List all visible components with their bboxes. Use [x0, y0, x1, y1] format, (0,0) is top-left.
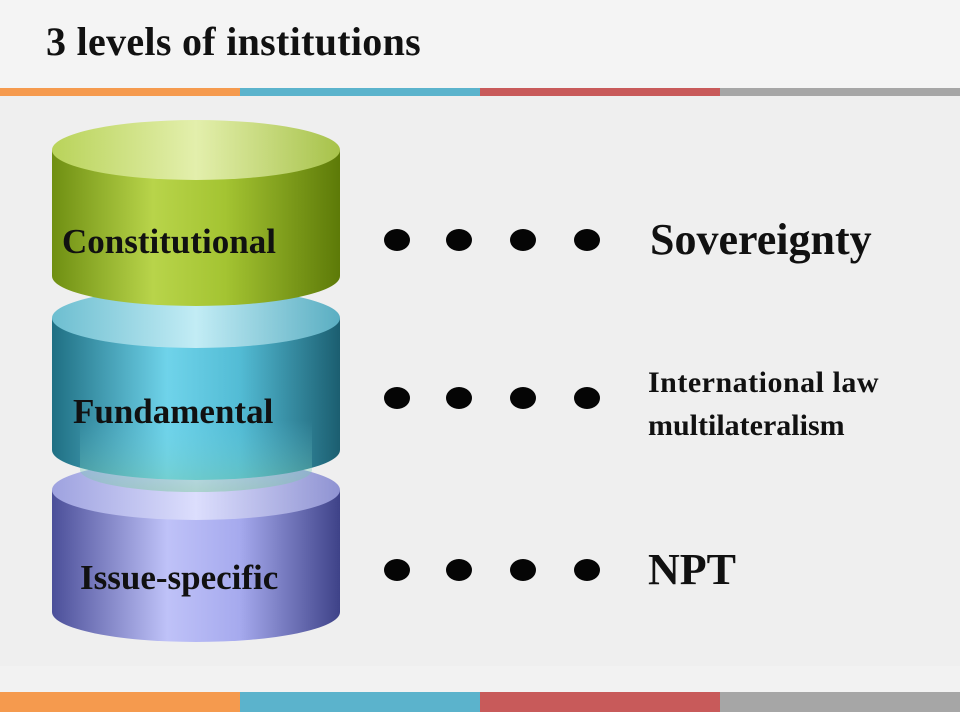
dot — [384, 387, 410, 409]
dot — [510, 387, 536, 409]
cylinder-fundamental — [52, 288, 340, 492]
dot — [446, 559, 472, 581]
dot — [574, 559, 600, 581]
stripe-gray — [720, 88, 960, 96]
dot — [510, 229, 536, 251]
dot — [384, 559, 410, 581]
dot — [446, 387, 472, 409]
term-npt: NPT — [648, 545, 736, 594]
stripe-gray — [720, 692, 960, 712]
stripe-orange — [0, 88, 240, 96]
dot — [574, 387, 600, 409]
dot — [384, 229, 410, 251]
bottom-margin — [0, 712, 960, 720]
level-label-fundamental: Fundamental — [73, 392, 274, 431]
stripe-orange — [0, 692, 240, 712]
dot — [446, 229, 472, 251]
stripe-blue — [240, 88, 480, 96]
level-label-issue-specific: Issue-specific — [80, 558, 279, 597]
stripe-red — [480, 88, 720, 96]
term-multilateralism: multilateralism — [648, 409, 845, 442]
term-sovereignty: Sovereignty — [650, 215, 872, 264]
dot — [574, 229, 600, 251]
stripe-red — [480, 692, 720, 712]
slide-title: 3 levels of institutions — [46, 19, 421, 64]
stripe-blue — [240, 692, 480, 712]
dot — [510, 559, 536, 581]
term-international-law: International law — [648, 366, 880, 399]
title-bar: 3 levels of institutions — [0, 0, 960, 88]
cylinder-constitutional — [52, 120, 340, 306]
level-label-constitutional: Constitutional — [62, 222, 276, 261]
bottom-color-stripe — [0, 692, 960, 712]
top-color-stripe — [0, 88, 960, 96]
